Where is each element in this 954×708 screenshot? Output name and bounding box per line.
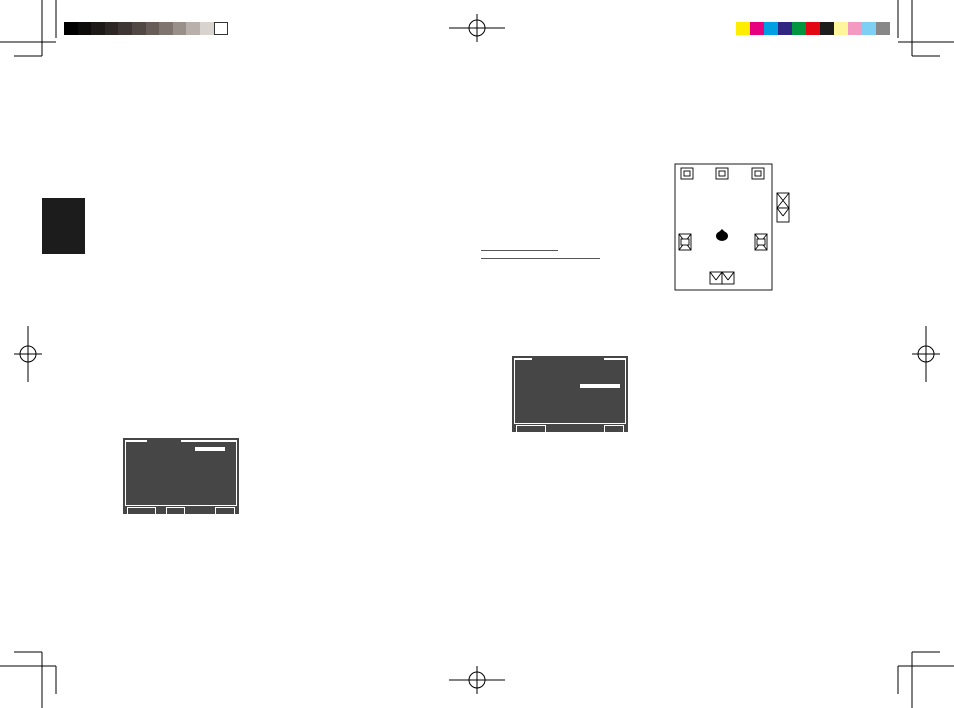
color-swatch — [820, 22, 834, 35]
osd-screen-right — [512, 356, 628, 432]
grayscale-swatch — [77, 22, 92, 35]
color-swatch — [806, 22, 820, 35]
front-left-speaker-icon — [680, 167, 694, 180]
room-outline — [674, 163, 773, 291]
osd-highlight-bar — [195, 447, 225, 451]
speaker-layout-diagram — [674, 163, 790, 291]
color-swatch — [736, 22, 750, 35]
surround-back-left-speaker-icon — [709, 271, 723, 285]
grayscale-swatch — [132, 22, 146, 35]
color-swatch — [764, 22, 778, 35]
extra-speaker-top-icon — [776, 192, 790, 209]
center-speaker-icon — [715, 167, 729, 180]
osd-tab-2 — [604, 425, 624, 432]
grayscale-swatch — [172, 22, 187, 35]
front-right-speaker-icon — [751, 167, 765, 180]
color-swatch — [848, 22, 862, 35]
osd-tab-1 — [516, 425, 546, 432]
heading-rule-long — [481, 258, 600, 259]
osd-screen-left — [123, 438, 239, 514]
surround-left-speaker-icon — [678, 233, 692, 251]
surround-right-speaker-icon — [754, 233, 768, 251]
osd-tab-2 — [166, 507, 185, 514]
osd-tab-3 — [215, 507, 235, 514]
color-swatch — [750, 22, 764, 35]
osd-highlight-bar — [580, 384, 620, 388]
heading-rule-short — [481, 250, 558, 251]
grayscale-swatch — [64, 22, 78, 35]
listener-icon — [716, 229, 728, 241]
extra-speaker-bottom-icon — [776, 207, 790, 223]
grayscale-swatch — [213, 22, 228, 35]
color-swatch — [834, 22, 848, 35]
grayscale-swatch — [91, 22, 106, 35]
color-swatch — [876, 22, 890, 35]
osd-tab-1 — [127, 507, 156, 514]
grayscale-swatch — [145, 22, 160, 35]
grayscale-swatch — [104, 22, 119, 35]
color-swatch — [778, 22, 792, 35]
color-swatch — [862, 22, 876, 35]
grayscale-swatch — [118, 22, 133, 35]
chapter-side-tab — [42, 198, 85, 254]
surround-back-right-speaker-icon — [721, 271, 735, 285]
grayscale-swatch — [200, 22, 214, 35]
grayscale-swatch — [159, 22, 174, 35]
color-swatch — [792, 22, 806, 35]
grayscale-swatch — [186, 22, 201, 35]
